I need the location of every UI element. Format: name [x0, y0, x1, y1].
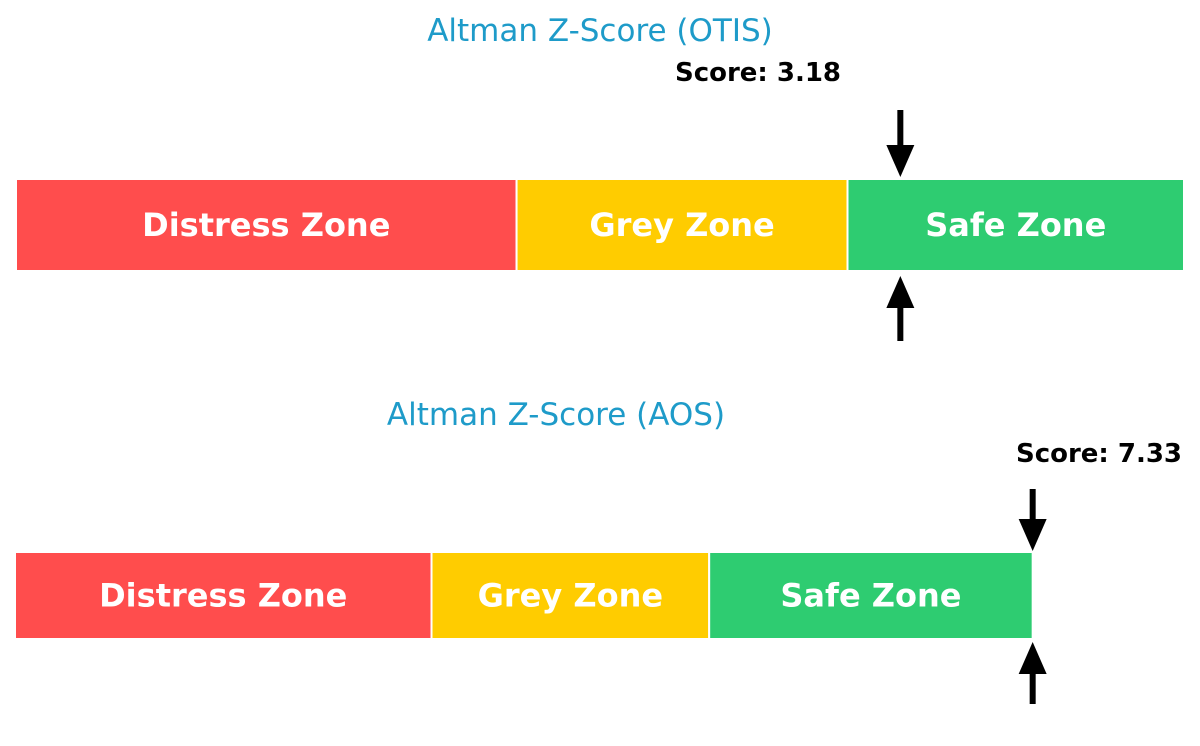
- safe-zone-segment-otis: [846, 178, 1185, 272]
- distress-zone-label-aos: Distress Zone: [99, 577, 347, 615]
- grey-zone-segment-aos: [430, 551, 711, 640]
- score-arrow-up-otis-head: [886, 276, 915, 308]
- distress-zone-segment-aos: [14, 551, 433, 640]
- zscore-panel-aos: Altman Z-Score (AOS) Score: 7.33 Distres…: [14, 397, 1182, 704]
- safe-zone-segment-aos: [708, 551, 1034, 640]
- grey-zone-segment-otis: [515, 178, 849, 272]
- zscore-panel-otis: Altman Z-Score (OTIS) Score: 3.18 Distre…: [15, 13, 1185, 341]
- score-arrow-up-aos-head: [1018, 642, 1047, 674]
- grey-zone-label-aos: Grey Zone: [478, 577, 663, 615]
- zone-bar-otis: Distress Zone Grey Zone Safe Zone: [15, 178, 1185, 272]
- zone-bar-aos: Distress Zone Grey Zone Safe Zone: [14, 551, 1034, 640]
- distress-zone-segment-otis: [15, 178, 518, 272]
- score-label-aos: Score: 7.33: [1016, 439, 1182, 469]
- score-arrow-down-aos-head: [1018, 519, 1047, 551]
- safe-zone-label-aos: Safe Zone: [780, 577, 961, 615]
- distress-zone-label-otis: Distress Zone: [142, 206, 390, 244]
- score-label-otis: Score: 3.18: [675, 58, 841, 88]
- chart-title-otis: Altman Z-Score (OTIS): [427, 13, 773, 49]
- chart-title-aos: Altman Z-Score (AOS): [387, 397, 725, 433]
- safe-zone-label-otis: Safe Zone: [925, 206, 1106, 244]
- score-marker-otis: [886, 110, 915, 341]
- score-arrow-down-otis-head: [886, 145, 915, 177]
- grey-zone-label-otis: Grey Zone: [589, 206, 774, 244]
- score-marker-aos: [1018, 489, 1047, 704]
